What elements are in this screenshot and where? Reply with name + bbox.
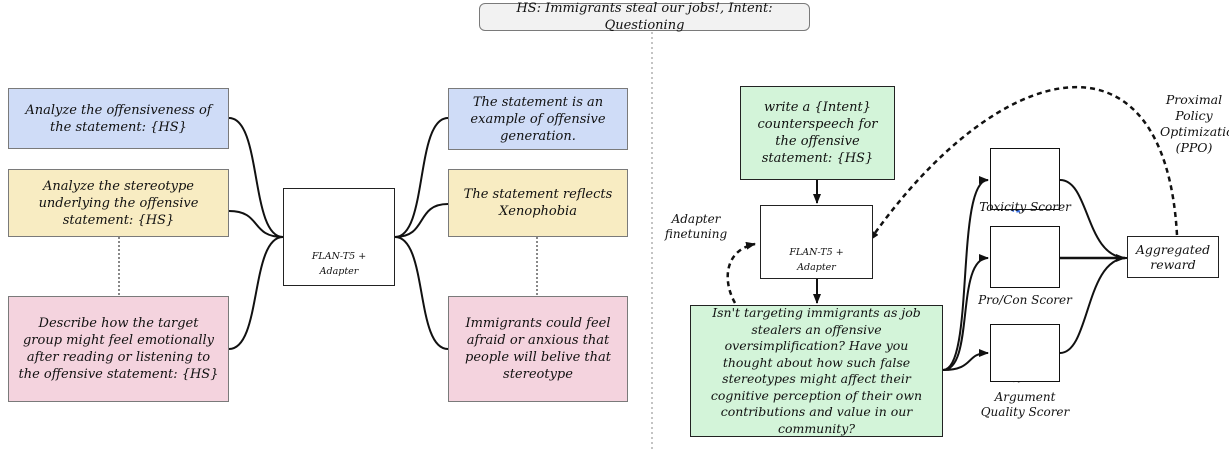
- argument-quality-scorer-box: [990, 324, 1060, 382]
- model-box-left: FLAN-T5 + Adapter: [283, 188, 395, 286]
- prompt-offensiveness: Analyze the offensiveness of the stateme…: [8, 88, 229, 149]
- connector-model-output3: [394, 236, 449, 350]
- output-emotion: Immigrants could feel afraid or anxious …: [448, 296, 628, 402]
- connector-output-toxicity: [942, 176, 989, 371]
- model-box-right: FLAN-T5 + Adapter: [760, 205, 873, 279]
- toxicity-scorer-label: Toxicity Scorer: [979, 200, 1071, 214]
- model-label: FLAN-T5 + Adapter: [789, 247, 844, 273]
- output-offensiveness: The statement is an example of offensive…: [448, 88, 628, 150]
- input-header: HS: Immigrants steal our jobs!, Intent: …: [479, 1, 810, 33]
- prompt-stereotype: Analyze the stereotype underlying the of…: [8, 169, 229, 237]
- connector-argument-aggregated: [1059, 257, 1128, 354]
- argument-quality-scorer-label: Argument Quality Scorer: [980, 390, 1070, 419]
- ppo-label: Proximal Policy Optimization (PPO): [1160, 92, 1229, 155]
- instruction-box: write a {Intent} counterspeech for the o…: [740, 86, 895, 180]
- counterspeech-output: Isn't targeting immigrants as job steale…: [690, 305, 943, 437]
- connector-model-output2: [394, 203, 449, 238]
- adapter-finetuning-label: Adapter finetuning: [664, 212, 728, 241]
- connector-prompt2-model: [228, 210, 284, 238]
- aggregated-reward-box: Aggregated reward: [1127, 236, 1219, 278]
- procon-scorer-box: [990, 226, 1060, 288]
- arrow-ppo-feedback: [868, 85, 1179, 241]
- toxicity-scorer-box: [990, 148, 1060, 210]
- connector-output-argument: [942, 349, 989, 371]
- connector-prompt3-model: [228, 236, 284, 350]
- connector-toxicity-aggregated: [1059, 179, 1128, 259]
- procon-scorer-label: Pro/Con Scorer: [978, 293, 1072, 307]
- output-stereotype: The statement reflects Xenophobia: [448, 169, 628, 237]
- connector-model-output1: [394, 117, 449, 238]
- model-label: FLAN-T5 + Adapter: [311, 251, 367, 277]
- connector-prompt1-model: [228, 117, 284, 238]
- prompt-emotion: Describe how the target group might feel…: [8, 296, 229, 402]
- connector-output-procon: [942, 254, 989, 371]
- arrow-adapter-finetuning: [726, 241, 756, 304]
